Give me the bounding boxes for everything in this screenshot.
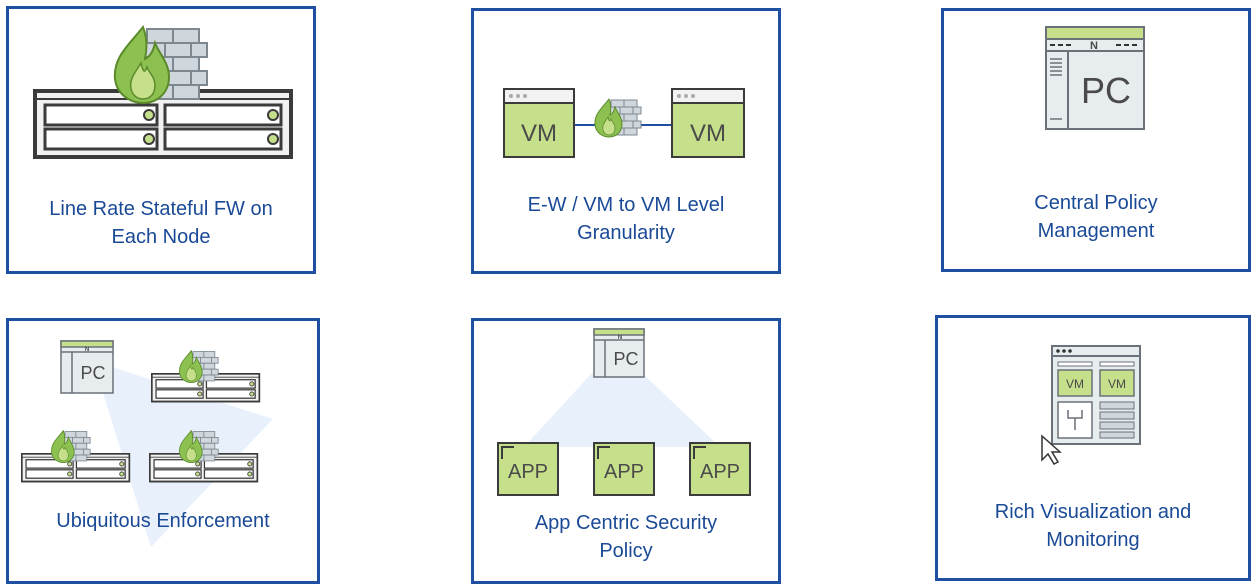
nutanix-logo-text: N (85, 347, 89, 353)
firewall-icon (51, 430, 91, 464)
server-icon (33, 89, 293, 159)
prism-central-window: N PC (60, 340, 114, 394)
caption-line-1: Central Policy (1034, 192, 1158, 214)
caption-line-1: App Centric Security (534, 512, 718, 534)
app-label: APP (604, 461, 644, 483)
app-box-1: APP (497, 442, 559, 496)
nutanix-logo-text: N (1090, 40, 1098, 52)
vm-right-label: VM (690, 120, 726, 147)
caption-line-1: Rich Visualization and (994, 501, 1192, 523)
card-ubiquitous: N PC Ubiquitous Enforcement (6, 318, 320, 584)
nutanix-logo-text: N (618, 335, 622, 341)
card-ew-granularity: VM VM E-W / VM to VM Level Granularity (471, 8, 781, 274)
card-line-rate-fw: Line Rate Stateful FW on Each Node (6, 6, 316, 274)
caption-line-2: Management (1037, 220, 1155, 242)
vm-right-window: VM (671, 88, 745, 158)
caption-ew: E-W / VM to VM Level Granularity (474, 191, 778, 247)
firewall-icon (179, 350, 219, 384)
caption-line-2: Policy (599, 540, 653, 562)
card-central-policy: N PC Central Policy Management (941, 8, 1251, 272)
pc-label: PC (80, 363, 105, 383)
vm-left-window: VM (503, 88, 575, 158)
vm-label: VM (1108, 377, 1126, 391)
caption-line-rate: Line Rate Stateful FW on Each Node (9, 195, 313, 251)
caption-line-2: Each Node (111, 226, 211, 248)
app-centric-illustration: N PC APP APP APP (497, 328, 751, 496)
caption-app-centric: App Centric Security Policy (474, 509, 778, 565)
caption-line-2: Granularity (577, 222, 675, 244)
ubiquitous-illustration: N PC (21, 340, 273, 547)
caption-ubiquitous: Ubiquitous Enforcement (9, 507, 317, 535)
caption-line-2: Monitoring (1046, 529, 1140, 551)
firewall-icon (113, 26, 208, 104)
pc-label: PC (1081, 70, 1131, 111)
visualization-illustration: VM VM (1041, 345, 1141, 465)
ew-illustration: VM VM (503, 88, 745, 158)
cursor-pointer-icon (1041, 434, 1062, 465)
card-app-centric: N PC APP APP APP App Centric Security Po… (471, 318, 781, 584)
firewall-icon (594, 98, 642, 138)
central-illustration: N PC (1045, 26, 1145, 130)
app-box-2: APP (593, 442, 655, 496)
prism-central-window: N PC (1045, 26, 1145, 130)
dashboard-window: VM VM (1051, 345, 1141, 445)
app-box-3: APP (689, 442, 751, 496)
caption-rich-vis: Rich Visualization and Monitoring (938, 498, 1248, 554)
caption-central: Central Policy Management (944, 189, 1248, 245)
prism-central-window: N PC (593, 328, 645, 378)
card-rich-visualization: VM VM Rich Visualization and Monitoring (935, 315, 1251, 581)
vm-left-label: VM (521, 120, 557, 147)
caption-line-1: Line Rate Stateful FW on (49, 198, 273, 220)
pc-label: PC (613, 349, 638, 369)
vm-label: VM (1066, 377, 1084, 391)
app-label: APP (700, 461, 740, 483)
caption-line-1: E-W / VM to VM Level (527, 194, 725, 216)
caption-line-1: Ubiquitous Enforcement (56, 510, 270, 532)
app-label: APP (508, 461, 548, 483)
